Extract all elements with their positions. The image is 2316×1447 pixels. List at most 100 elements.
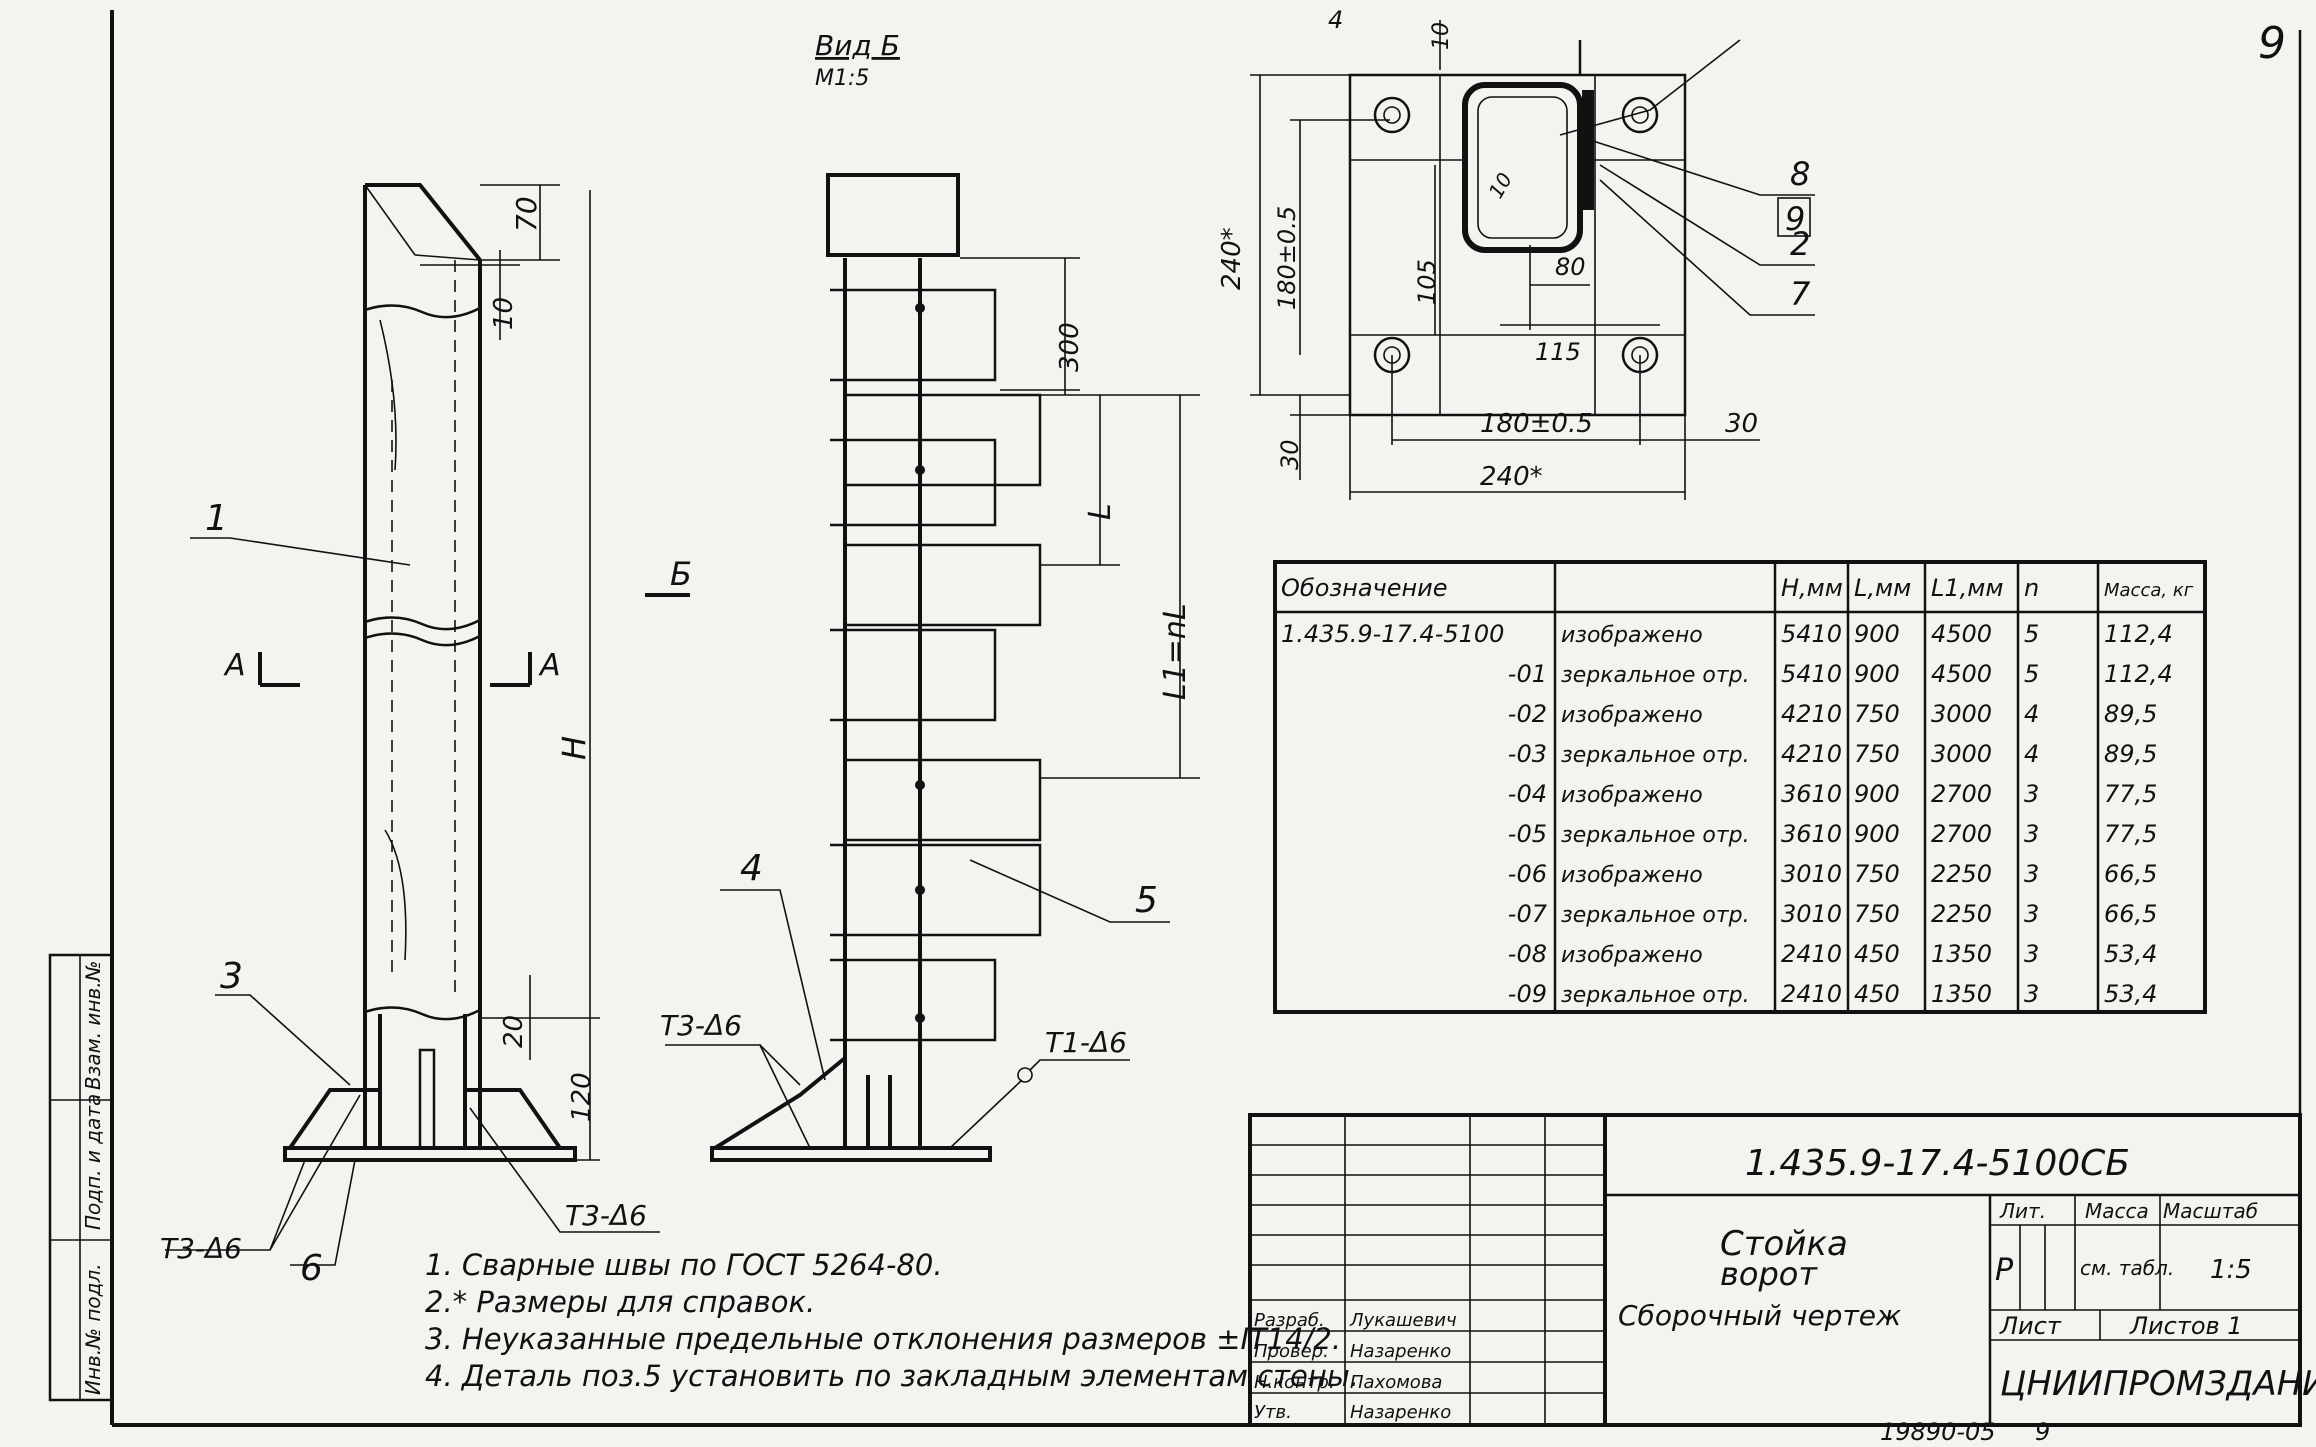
weld-t3-bottom-left: Т3-Δ6 [160,1232,242,1265]
spec-cell: 2410 [1781,980,1842,1008]
column-front-view: 70 10 H 20 120 1 3 6 Т3-Δ6 Т3-Δ6 А А Б [160,183,692,1289]
spec-cell: 3 [2024,780,2039,808]
spec-cell: 3000 [1931,700,1992,728]
spec-cell: 4500 [1931,620,1992,648]
spec-cell: изображено [1561,703,1703,728]
sheet-number: 9 [2258,18,2286,69]
dim-20: 20 [499,1015,529,1048]
title-block: 1.435.9-17.4-5100СБ Стойка ворот Сборочн… [1248,1113,2316,1427]
spec-cell: 3610 [1781,780,1842,808]
spec-header-6: Масса, кг [2104,580,2194,601]
dim-105: 105 [1413,259,1441,305]
side-label-vzam: Взам. инв.№ [81,961,105,1090]
spec-cell: 77,5 [2104,780,2157,808]
spec-cell: 750 [1854,860,1900,888]
spec-cell: -06 [1508,860,1547,888]
spec-header-0: Обозначение [1281,574,1448,602]
view-title-name: Вид Б [815,29,900,62]
dim-L1: L1=nL [1158,603,1193,700]
role-2: Н.контр. [1254,1372,1335,1393]
section-mark-left: А [223,648,246,683]
spec-cell: -01 [1508,660,1547,688]
spec-cell: 750 [1854,900,1900,928]
callout-9: 9 [1785,200,1805,238]
designation: 1.435.9-17.4-5100СБ [1745,1143,2130,1184]
spec-cell: 2410 [1781,940,1842,968]
spec-cell: 2250 [1931,900,1992,928]
spec-cell: 5410 [1781,620,1842,648]
spec-cell: 2700 [1931,820,1992,848]
callout-5: 5 [1135,880,1158,921]
role-0: Разраб. [1254,1310,1325,1331]
dim-240-h: 240* [1480,462,1543,492]
dim-80: 80 [1555,253,1586,281]
archive-sheet: 9 [2035,1418,2050,1443]
spec-cell: 2700 [1931,780,1992,808]
spec-cell: 900 [1854,620,1900,648]
spec-cell: 53,4 [2104,980,2157,1008]
dim-H: H [555,736,593,760]
spec-cell: изображено [1561,623,1703,648]
signer-3: Назаренко [1350,1402,1451,1423]
callout-7: 7 [1790,275,1811,313]
spec-cell: 900 [1854,820,1900,848]
spec-cell: -03 [1508,740,1547,768]
spec-cell: зеркальное отр. [1561,823,1750,848]
spec-cell: 3 [2024,940,2039,968]
lit-value: Р [1995,1253,2014,1288]
spec-cell: 112,4 [2104,660,2173,688]
general-notes: 1. Сварные швы по ГОСТ 5264-80. 2.* Разм… [425,1248,1359,1393]
spec-cell: 3 [2024,860,2039,888]
spec-cell: 66,5 [2104,860,2157,888]
spec-header-5: n [2024,574,2039,602]
spec-cell: изображено [1561,783,1703,808]
spec-cell: 1350 [1931,940,1992,968]
spec-cell: 3010 [1781,900,1842,928]
side-label-sign: Подп. и дата [81,1094,105,1230]
section-a-a: 240* 180±0.5 105 30 180±0.5 30 240* 80 1… [1217,6,1815,500]
dim-10: 10 [489,297,519,330]
weld-t1: Т1-Δ6 [1045,1026,1127,1059]
callout-2: 2 [1790,225,1810,263]
spec-cell: 450 [1854,980,1900,1008]
note-3: 3. Неуказанные предельные отклонения раз… [425,1322,1341,1356]
dim-30-h: 30 [1725,409,1758,439]
spec-header-3: L,мм [1854,574,1911,602]
spec-cell: 900 [1854,660,1900,688]
spec-header-2: H,мм [1781,574,1843,602]
view-b: Вид Б М1:5 300 L [660,29,1200,1162]
sheets-label: Листов 1 [2129,1312,2243,1340]
dim-10-top: 10 [1429,22,1454,50]
spec-cell: 5 [2024,660,2039,688]
spec-cell: зеркальное отр. [1561,903,1750,928]
lit-header: Лит. [1999,1199,2046,1223]
spec-cell: изображено [1561,863,1703,888]
signer-1: Назаренко [1350,1341,1451,1362]
callout-1: 1 [205,498,228,539]
side-strip: Взам. инв.№ Подп. и дата Инв.№ подл. [48,953,114,1402]
title-name-1: Стойка [1720,1224,1848,1264]
title-name-3: Сборочный чертеж [1618,1299,1901,1332]
spec-cell: -09 [1508,980,1547,1008]
spec-cell: 89,5 [2104,740,2157,768]
signer-0: Лукашевич [1349,1310,1457,1331]
spec-cell: 77,5 [2104,820,2157,848]
scale-header: Масштаб [2163,1199,2258,1223]
callout-6: 6 [300,1248,323,1289]
spec-cell: 5 [2024,620,2039,648]
spec-cell: -07 [1508,900,1548,928]
side-label-inv: Инв.№ подл. [81,1263,105,1395]
callout-8: 8 [1790,155,1810,193]
spec-cell: 3 [2024,820,2039,848]
scale-value: 1:5 [2210,1255,2252,1285]
spec-cell: зеркальное отр. [1561,983,1750,1008]
spec-cell: 4210 [1781,700,1842,728]
spec-cell: 750 [1854,740,1900,768]
spec-cell: 2250 [1931,860,1992,888]
